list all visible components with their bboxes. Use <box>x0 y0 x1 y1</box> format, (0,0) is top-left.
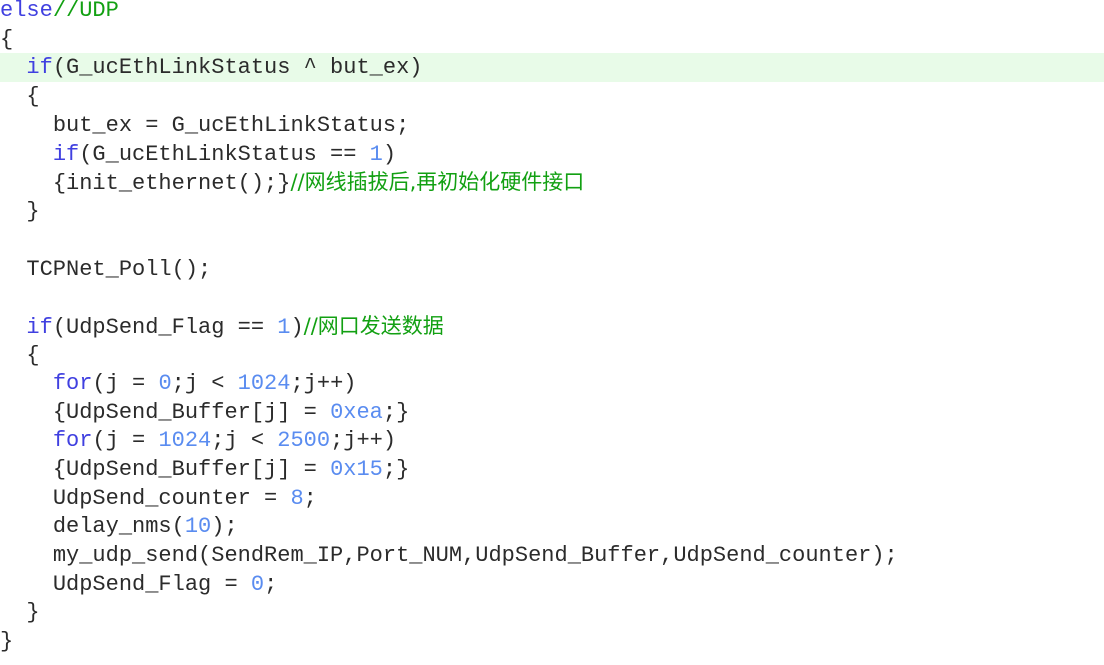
comment-reinit-hardware: //网线插拔后,再初始化硬件接口 <box>290 170 585 194</box>
number-literal: 0x15 <box>330 457 383 482</box>
paren-close: ) <box>382 142 397 167</box>
keyword-if: if <box>52 142 80 167</box>
buffer-assign: {UdpSend_Buffer[j] = <box>52 457 331 482</box>
comment-send-data: //网口发送数据 <box>303 314 444 338</box>
brace-close: } <box>26 600 40 625</box>
code-line-6[interactable]: if(G_ucEthLinkStatus == 1) <box>0 140 1104 169</box>
assign-but-ex: but_ex = G_ucEthLinkStatus; <box>52 113 410 138</box>
number-literal: 0 <box>250 572 265 597</box>
tcpnet-poll-call: TCPNet_Poll(); <box>26 257 212 282</box>
brace-close: } <box>0 629 14 654</box>
brace-close: } <box>26 199 40 224</box>
brace-open: { <box>0 27 14 52</box>
code-line-12[interactable]: if(UdpSend_Flag == 1)//网口发送数据 <box>0 312 1104 341</box>
keyword-if: if <box>26 315 53 340</box>
code-line-15[interactable]: {UdpSend_Buffer[j] = 0xea;} <box>0 398 1104 427</box>
keyword-else: else <box>0 0 53 23</box>
statement-end: ; <box>303 486 317 511</box>
udp-send-call: my_udp_send(SendRem_IP,Port_NUM,UdpSend_… <box>52 543 898 568</box>
loop-text: (j = <box>92 428 159 453</box>
brace-open: { <box>26 84 40 109</box>
code-line-17[interactable]: {UdpSend_Buffer[j] = 0x15;} <box>0 455 1104 484</box>
delay-call: delay_nms( <box>52 514 185 539</box>
condition-text: (UdpSend_Flag == <box>52 315 278 340</box>
number-literal: 0xea <box>330 400 383 425</box>
code-line-4[interactable]: { <box>0 82 1104 111</box>
brace-open: { <box>26 343 40 368</box>
code-line-21[interactable]: UdpSend_Flag = 0; <box>0 570 1104 599</box>
code-line-7[interactable]: {init_ethernet();}//网线插拔后,再初始化硬件接口 <box>0 168 1104 197</box>
condition-text: (G_ucEthLinkStatus == <box>79 142 370 167</box>
loop-text: ;j < <box>211 428 278 453</box>
statement-end: ; <box>264 572 278 597</box>
init-ethernet-call: {init_ethernet();} <box>52 171 291 196</box>
statement-end: ;} <box>382 457 410 482</box>
code-line-13[interactable]: { <box>0 341 1104 370</box>
statement-end: ;} <box>382 400 410 425</box>
number-literal: 0 <box>158 371 172 396</box>
loop-text: ;j++) <box>330 428 397 453</box>
code-line-1[interactable]: else//UDP <box>0 0 1104 25</box>
counter-assign: UdpSend_counter = <box>52 486 291 511</box>
buffer-assign: {UdpSend_Buffer[j] = <box>52 400 331 425</box>
number-literal: 8 <box>290 486 304 511</box>
keyword-for: for <box>52 371 93 396</box>
code-line-8[interactable]: } <box>0 197 1104 226</box>
code-line-20[interactable]: my_udp_send(SendRem_IP,Port_NUM,UdpSend_… <box>0 541 1104 570</box>
code-line-23[interactable]: } <box>0 627 1104 656</box>
condition-link-status: (G_ucEthLinkStatus ^ but_ex) <box>52 55 423 80</box>
code-line-16[interactable]: for(j = 1024;j < 2500;j++) <box>0 426 1104 455</box>
paren-close: ) <box>290 315 304 340</box>
code-line-2[interactable]: { <box>0 25 1104 54</box>
code-line-14[interactable]: for(j = 0;j < 1024;j++) <box>0 369 1104 398</box>
flag-reset: UdpSend_Flag = <box>52 572 251 597</box>
keyword-if: if <box>26 55 53 80</box>
code-line-5[interactable]: but_ex = G_ucEthLinkStatus; <box>0 111 1104 140</box>
code-line-18[interactable]: UdpSend_counter = 8; <box>0 484 1104 513</box>
number-literal: 1024 <box>237 371 291 396</box>
code-line-19[interactable]: delay_nms(10); <box>0 512 1104 541</box>
code-line-22[interactable]: } <box>0 598 1104 627</box>
code-line-10[interactable]: TCPNet_Poll(); <box>0 255 1104 284</box>
comment-udp: //UDP <box>52 0 119 23</box>
number-literal: 1 <box>277 315 291 340</box>
code-line-3-current[interactable]: if(G_ucEthLinkStatus ^ but_ex) <box>0 53 1104 82</box>
loop-text: ;j < <box>171 371 238 396</box>
number-literal: 10 <box>184 514 212 539</box>
keyword-for: for <box>52 428 93 453</box>
loop-text: ;j++) <box>290 371 357 396</box>
number-literal: 2500 <box>277 428 331 453</box>
loop-text: (j = <box>92 371 159 396</box>
number-literal: 1 <box>369 142 383 167</box>
number-literal: 1024 <box>158 428 212 453</box>
statement-end: ); <box>211 514 238 539</box>
